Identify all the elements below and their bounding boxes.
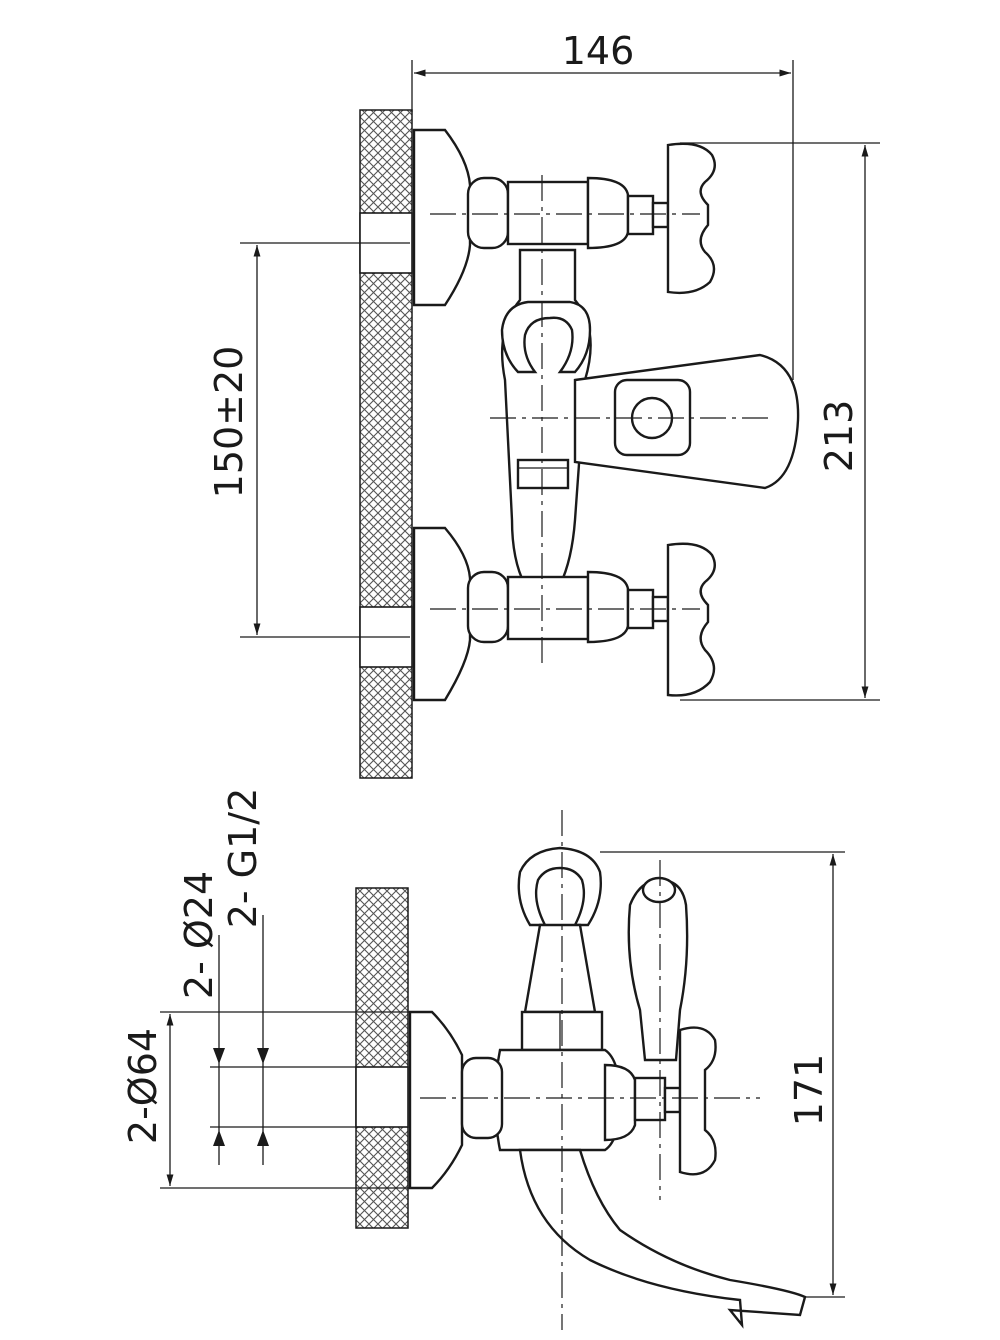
lower-cross-handle: [666, 542, 716, 697]
dim-thread-label: 2- G1/2: [221, 788, 265, 929]
dim-pipe-label: 2- Ø24: [177, 871, 221, 999]
side-view: 2-Ø64 2- Ø24 2- G1/2 171: [121, 788, 845, 1330]
shower-holder: [500, 300, 592, 374]
dim-spacing-label: 150±20: [207, 346, 251, 499]
inlet-side: [355, 1066, 409, 1128]
lever-cap: [641, 876, 677, 904]
wall-section: [359, 109, 413, 779]
dim-146-label: 146: [562, 29, 635, 73]
holder-ring-side: [517, 846, 602, 927]
body-side: [493, 1048, 622, 1152]
upper-cross-handle: [666, 142, 716, 295]
lower-valve: [466, 542, 716, 697]
dim-213-label: 213: [817, 400, 861, 473]
holder-stem: [523, 923, 597, 1014]
escutcheon-lower: [412, 526, 472, 702]
diverter-knob: [516, 458, 570, 490]
escutcheon-upper: [412, 128, 472, 307]
spout: [518, 1148, 807, 1329]
lever-side: [627, 878, 689, 1062]
upper-valve: [466, 142, 716, 295]
cross-handle-side: [678, 1026, 717, 1176]
wall-section-side: [355, 887, 409, 1229]
dim-171-label: 171: [787, 1054, 831, 1127]
dim-flange-label: 2-Ø64: [121, 1028, 165, 1144]
escutcheon-side: [408, 1010, 464, 1190]
front-view: 146 213 150±20: [207, 29, 880, 779]
